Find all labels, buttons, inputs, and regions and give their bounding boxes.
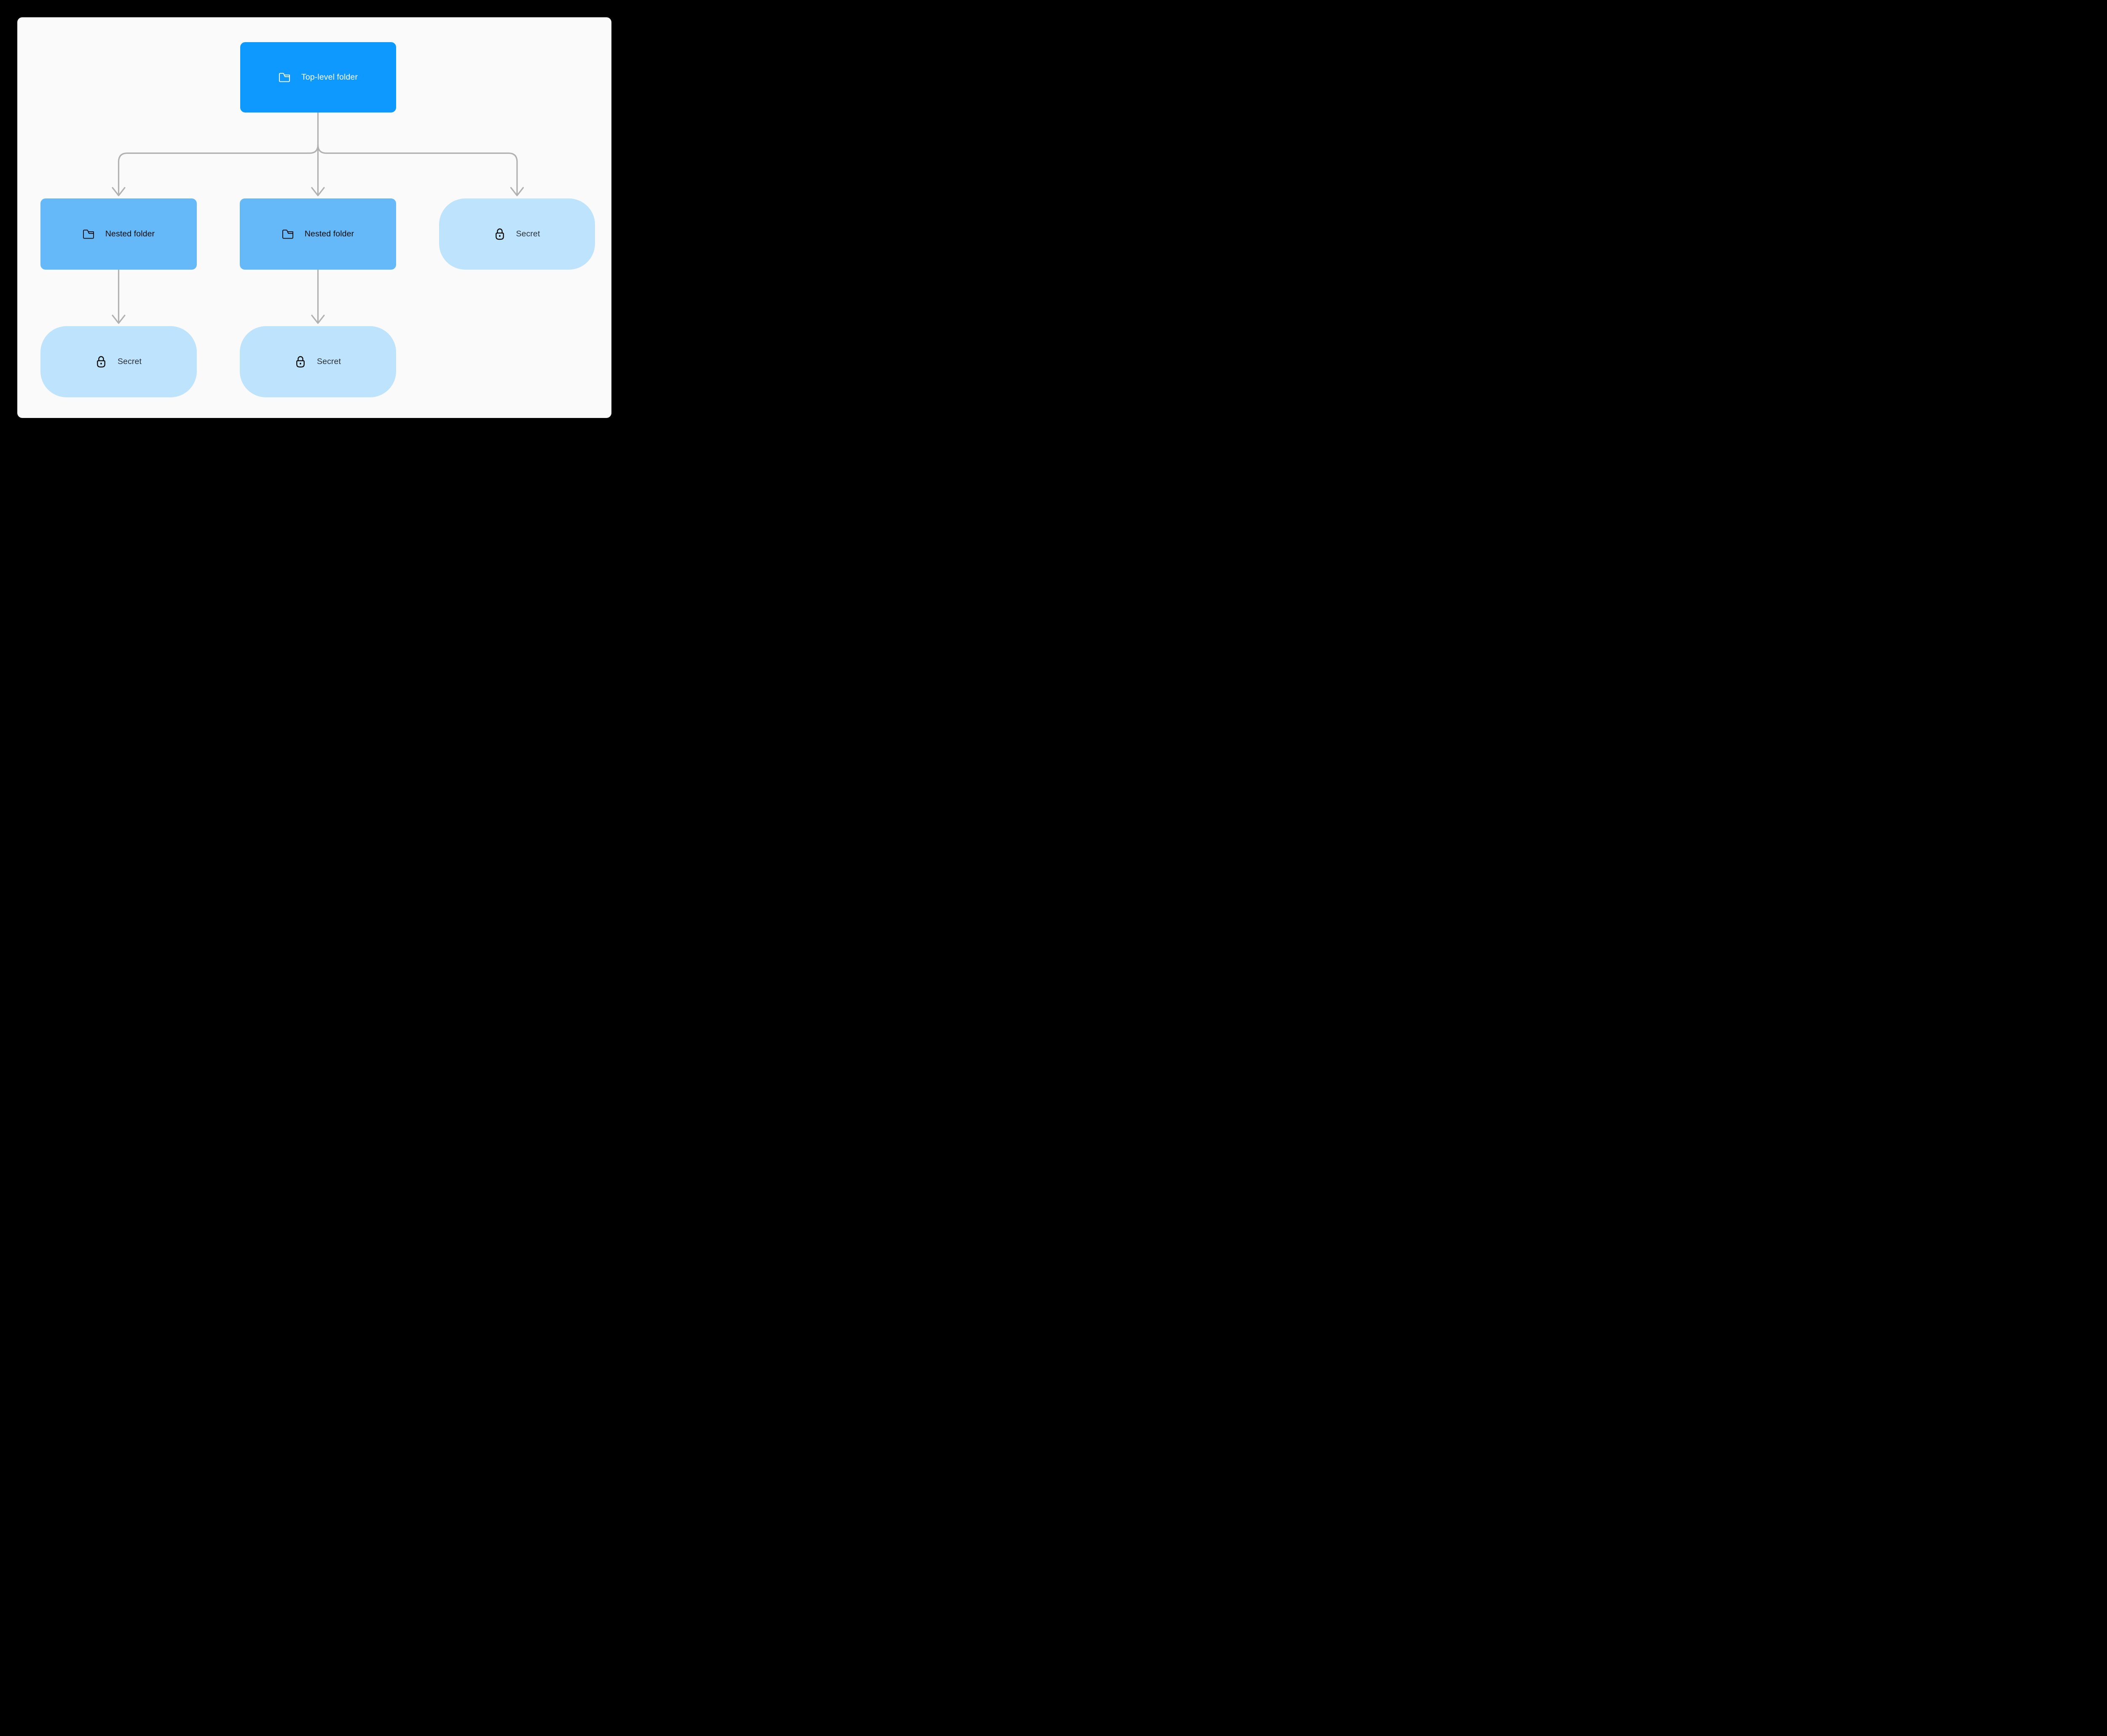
node-label: Nested folder [304, 229, 354, 238]
node-nested-folder-2: Nested folder [240, 198, 396, 270]
node-label: Top-level folder [301, 72, 358, 82]
folder-icon [83, 229, 94, 239]
diagram-frame: Top-level folder Nested folder Nested fo… [0, 0, 627, 434]
node-secret-1: Secret [439, 198, 595, 270]
node-label: Secret [118, 357, 142, 366]
lock-icon [96, 356, 107, 368]
node-label: Nested folder [105, 229, 155, 238]
node-secret-3: Secret [240, 326, 396, 397]
folder-icon [279, 72, 290, 83]
node-top-level-folder: Top-level folder [240, 42, 396, 113]
folder-icon [282, 229, 294, 239]
lock-icon [295, 356, 306, 368]
node-label: Secret [516, 229, 540, 238]
node-secret-2: Secret [40, 326, 197, 397]
lock-icon [494, 228, 505, 241]
node-label: Secret [317, 357, 341, 366]
node-nested-folder-1: Nested folder [40, 198, 197, 270]
